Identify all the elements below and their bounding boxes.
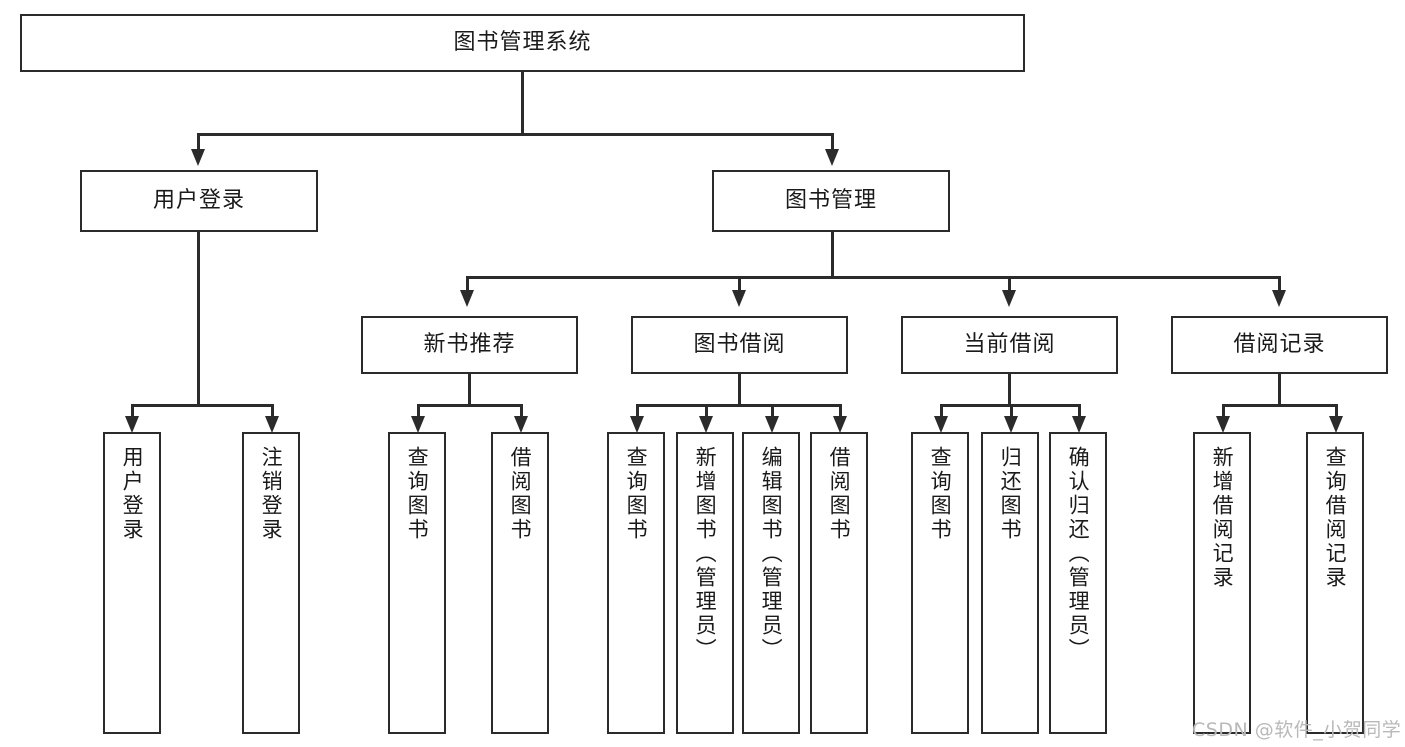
connector-root-to-user-login bbox=[197, 133, 200, 151]
connector-borrow-record-drop-1 bbox=[1222, 404, 1225, 418]
connector-book-mgmt-stem bbox=[831, 232, 834, 278]
leaf-current-borrow-query-book[interactable]: 查询图书 bbox=[911, 432, 969, 734]
node-book-management-label: 图书管理 bbox=[784, 187, 877, 213]
arrow-user-login-leaf-2 bbox=[265, 416, 279, 433]
node-root-label: 图书管理系统 bbox=[453, 29, 592, 55]
leaf-current-borrow-return-book[interactable]: 归还图书 bbox=[981, 432, 1039, 734]
connector-book-mgmt-drop-4 bbox=[1278, 276, 1281, 292]
arrow-current-borrow-leaf-3 bbox=[1072, 416, 1086, 433]
arrow-book-borrow-leaf-4 bbox=[833, 416, 847, 433]
leaf-book-borrow-query-book[interactable]: 查询图书 bbox=[607, 432, 665, 734]
leaf-label: 查询图书 bbox=[405, 446, 430, 542]
leaf-book-borrow-borrow-book[interactable]: 借阅图书 bbox=[810, 432, 868, 734]
arrow-book-mgmt-child-1 bbox=[460, 290, 474, 307]
arrow-new-book-leaf-2 bbox=[514, 416, 528, 433]
connector-book-mgmt-drop-3 bbox=[1008, 276, 1011, 292]
leaf-user-login-logout[interactable]: 注销登录 bbox=[242, 432, 300, 734]
node-user-login-label: 用户登录 bbox=[152, 187, 245, 213]
node-book-borrow-label: 图书借阅 bbox=[693, 331, 786, 357]
leaf-label: 新增图书（管理员） bbox=[693, 446, 718, 662]
connector-book-mgmt-drop-2 bbox=[738, 276, 741, 292]
leaf-new-book-borrow-book[interactable]: 借阅图书 bbox=[491, 432, 549, 734]
leaf-label: 借阅图书 bbox=[508, 446, 533, 542]
leaf-label: 借阅图书 bbox=[827, 446, 852, 542]
connector-new-book-drop-2 bbox=[520, 404, 523, 418]
connector-new-book-bus bbox=[417, 404, 522, 407]
connector-current-borrow-drop-2 bbox=[1010, 404, 1013, 418]
node-new-book-recommend[interactable]: 新书推荐 bbox=[361, 316, 578, 374]
leaf-label: 归还图书 bbox=[998, 446, 1023, 542]
connector-book-borrow-drop-3 bbox=[771, 404, 774, 418]
connector-book-borrow-bus bbox=[636, 404, 841, 407]
leaf-new-book-query-book[interactable]: 查询图书 bbox=[388, 432, 446, 734]
arrow-borrow-record-leaf-1 bbox=[1216, 416, 1230, 433]
node-current-borrow-label: 当前借阅 bbox=[963, 331, 1056, 357]
node-book-management[interactable]: 图书管理 bbox=[712, 170, 950, 232]
leaf-book-borrow-edit-book-admin[interactable]: 编辑图书（管理员） bbox=[742, 432, 800, 734]
connector-current-borrow-drop-1 bbox=[940, 404, 943, 418]
arrow-book-borrow-leaf-1 bbox=[630, 416, 644, 433]
leaf-label: 新增借阅记录 bbox=[1210, 446, 1235, 590]
node-borrow-record-label: 借阅记录 bbox=[1233, 331, 1326, 357]
arrow-current-borrow-leaf-2 bbox=[1004, 416, 1018, 433]
connector-root-bus bbox=[197, 133, 834, 136]
node-current-borrow[interactable]: 当前借阅 bbox=[901, 316, 1118, 374]
node-user-login[interactable]: 用户登录 bbox=[80, 170, 318, 232]
connector-root-to-book-mgmt bbox=[831, 133, 834, 151]
arrow-book-borrow-leaf-2 bbox=[699, 416, 713, 433]
leaf-label: 查询图书 bbox=[624, 446, 649, 542]
connector-user-login-bus bbox=[131, 404, 273, 407]
arrow-borrow-record-leaf-2 bbox=[1329, 416, 1343, 433]
connector-borrow-record-drop-2 bbox=[1335, 404, 1338, 418]
node-root[interactable]: 图书管理系统 bbox=[20, 14, 1025, 72]
connector-book-mgmt-bus bbox=[466, 276, 1280, 279]
connector-user-login-drop-2 bbox=[271, 404, 274, 418]
arrow-current-borrow-leaf-1 bbox=[934, 416, 948, 433]
connector-user-login-drop-1 bbox=[131, 404, 134, 418]
leaf-label: 编辑图书（管理员） bbox=[759, 446, 784, 662]
arrow-book-mgmt-child-4 bbox=[1272, 290, 1286, 307]
leaf-user-login-login[interactable]: 用户登录 bbox=[103, 432, 161, 734]
connector-book-borrow-drop-4 bbox=[839, 404, 842, 418]
arrow-root-to-book-mgmt bbox=[825, 149, 839, 166]
leaf-borrow-record-query-record[interactable]: 查询借阅记录 bbox=[1306, 432, 1364, 734]
connector-borrow-record-stem bbox=[1278, 374, 1281, 406]
node-book-borrow[interactable]: 图书借阅 bbox=[631, 316, 848, 374]
connector-new-book-drop-1 bbox=[417, 404, 420, 418]
leaf-label: 用户登录 bbox=[120, 446, 145, 542]
connector-user-login-stem bbox=[197, 232, 200, 405]
leaf-borrow-record-add-record[interactable]: 新增借阅记录 bbox=[1193, 432, 1251, 734]
connector-book-mgmt-drop-1 bbox=[466, 276, 469, 292]
leaf-label: 注销登录 bbox=[259, 446, 284, 542]
connector-current-borrow-drop-3 bbox=[1078, 404, 1081, 418]
arrow-root-to-user-login bbox=[191, 149, 205, 166]
arrow-book-mgmt-child-3 bbox=[1002, 290, 1016, 307]
connector-borrow-record-bus bbox=[1222, 404, 1337, 407]
csdn-watermark: CSDN @软件_小贺同学 bbox=[1192, 719, 1402, 741]
leaf-current-borrow-confirm-return-admin[interactable]: 确认归还（管理员） bbox=[1049, 432, 1107, 734]
connector-current-borrow-stem bbox=[1008, 374, 1011, 406]
arrow-user-login-leaf-1 bbox=[125, 416, 139, 433]
leaf-label: 查询借阅记录 bbox=[1323, 446, 1348, 590]
connector-book-borrow-drop-2 bbox=[705, 404, 708, 418]
arrow-new-book-leaf-1 bbox=[411, 416, 425, 433]
connector-new-book-stem bbox=[468, 374, 471, 406]
node-borrow-record[interactable]: 借阅记录 bbox=[1171, 316, 1388, 374]
node-new-book-recommend-label: 新书推荐 bbox=[423, 331, 516, 357]
arrow-book-mgmt-child-2 bbox=[732, 290, 746, 307]
connector-root-stem bbox=[521, 72, 524, 134]
leaf-book-borrow-add-book-admin[interactable]: 新增图书（管理员） bbox=[676, 432, 734, 734]
arrow-book-borrow-leaf-3 bbox=[765, 416, 779, 433]
leaf-label: 查询图书 bbox=[928, 446, 953, 542]
connector-book-borrow-drop-1 bbox=[636, 404, 639, 418]
connector-book-borrow-stem bbox=[738, 374, 741, 406]
leaf-label: 确认归还（管理员） bbox=[1066, 446, 1091, 662]
